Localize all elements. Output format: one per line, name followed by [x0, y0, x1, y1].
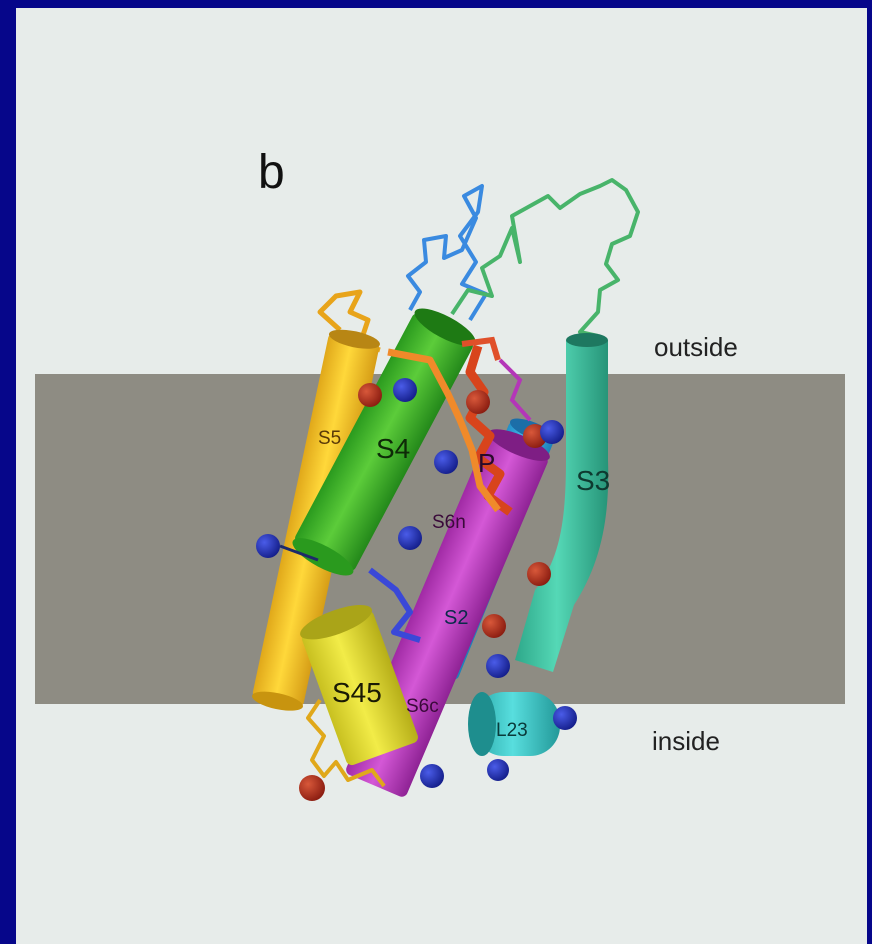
acidic-residue — [482, 614, 506, 638]
acidic-residue — [358, 383, 382, 407]
acidic-residue — [527, 562, 551, 586]
panel-label: b — [258, 146, 285, 199]
basic-residue — [487, 759, 509, 781]
helix-label-s5: S5 — [318, 428, 341, 449]
figure-frame: b outside inside S5 S4 P S3 S6n S2 S45 S… — [16, 8, 867, 944]
helix-label-s6n: S6n — [432, 512, 466, 533]
helix-label-p: P — [478, 448, 495, 478]
outside-label: outside — [654, 332, 738, 362]
basic-residue — [486, 654, 510, 678]
basic-residue — [540, 420, 564, 444]
basic-residue — [553, 706, 577, 730]
channel-structure-figure: b outside inside S5 S4 P S3 S6n S2 S45 S… — [16, 8, 867, 944]
acidic-residue — [299, 775, 325, 801]
basic-residue — [420, 764, 444, 788]
basic-residue — [393, 378, 417, 402]
inside-label: inside — [652, 726, 720, 756]
basic-residue — [434, 450, 458, 474]
helix-label-s4: S4 — [376, 433, 410, 464]
helix-label-s3: S3 — [576, 465, 610, 496]
s1-s2-loop — [408, 186, 486, 320]
helix-s3-cap — [566, 333, 608, 347]
acidic-residue — [466, 390, 490, 414]
basic-residue — [398, 526, 422, 550]
helix-label-s2: S2 — [444, 607, 468, 629]
helix-label-s6c: S6c — [406, 696, 439, 717]
helix-label-l23: L23 — [496, 720, 528, 741]
basic-residue — [256, 534, 280, 558]
helix-label-s45: S45 — [332, 677, 382, 708]
